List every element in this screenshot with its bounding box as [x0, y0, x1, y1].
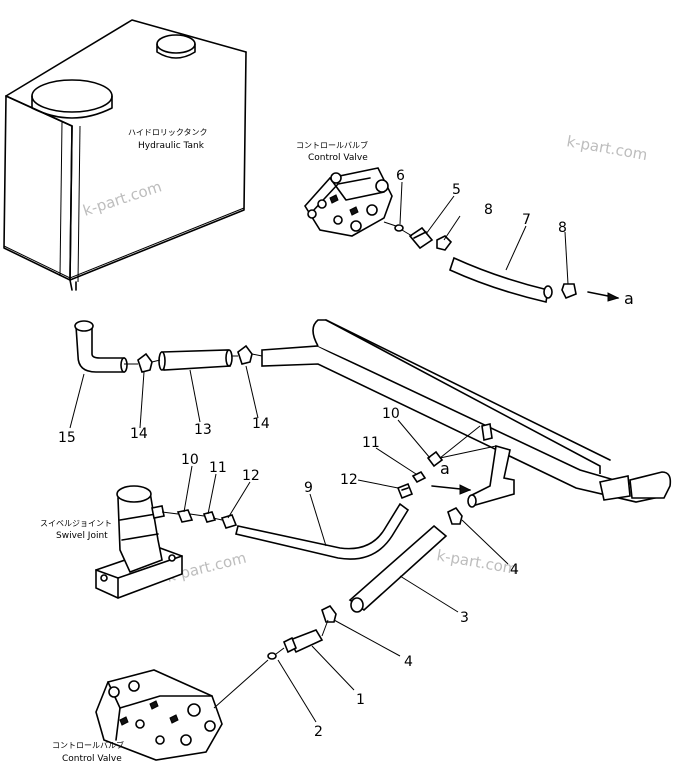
part-number-5: 5	[452, 182, 461, 198]
hydraulic-tank: ハイドロリックタンク Hydraulic Tank	[3, 19, 247, 291]
part-8-clamp-b	[561, 283, 577, 300]
swivel-fittings	[176, 509, 238, 529]
part-number-11-b: 11	[209, 460, 227, 476]
part-2-oring	[267, 652, 277, 660]
control-valve-bottom: コントロールバルブ Control Valve	[52, 669, 223, 764]
part-number-10-b: 10	[181, 452, 199, 468]
part-number-8-a: 8	[484, 202, 493, 218]
part-10-connector-b	[176, 509, 194, 523]
part-number-8-b: 8	[558, 220, 567, 236]
swivel-label-jp: スイベルジョイント	[40, 519, 112, 528]
swivel-label-en: Swivel Joint	[56, 531, 108, 541]
arrow-label-a-top: a	[624, 289, 634, 308]
connection-lines	[124, 221, 497, 709]
pipe-branch	[469, 444, 515, 508]
lower-parts	[267, 506, 463, 660]
part-number-1: 1	[356, 692, 365, 708]
part-number-6: 6	[396, 168, 405, 184]
arrow-label-a-mid: a	[440, 459, 450, 478]
part-14-clamp-b	[237, 344, 253, 365]
part-9-pipe	[235, 502, 410, 560]
part-13-hose	[161, 349, 231, 371]
part-5-elbow	[408, 226, 434, 250]
part-number-14-a: 14	[130, 426, 148, 442]
cv-top-label-en: Control Valve	[308, 153, 368, 163]
part-10-connector-a	[426, 450, 444, 468]
part-8-clamp-a	[436, 235, 453, 251]
part-number-2: 2	[314, 724, 323, 740]
part-number-12-b: 12	[242, 468, 260, 484]
part-number-7: 7	[522, 212, 531, 228]
middle-fittings: a	[396, 450, 472, 500]
part-number-3: 3	[460, 610, 469, 626]
part-number-13: 13	[194, 422, 212, 438]
cv-bottom-label-jp: コントロールバルブ	[52, 740, 124, 750]
watermark-top-right: k-part.com	[565, 132, 649, 164]
part-3-hose	[348, 524, 448, 612]
cv-bottom-label-en: Control Valve	[62, 754, 122, 764]
part-11-plug-b	[202, 511, 217, 523]
part-11-plug-a	[411, 470, 427, 484]
left-parts	[74, 320, 253, 373]
cv-top-label-jp: コントロールバルブ	[296, 140, 368, 150]
part-12-nut-a	[396, 482, 414, 500]
part-number-12-a: 12	[340, 472, 358, 488]
control-valve-top: コントロールバルブ Control Valve	[296, 140, 393, 237]
leader-lines	[69, 181, 569, 723]
top-parts: a	[394, 224, 634, 308]
part-15-elbow-pipe	[75, 325, 125, 373]
part-number-11-a: 11	[362, 435, 380, 451]
pipe-bracket	[481, 423, 493, 441]
swivel-joint: スイベルジョイント Swivel Joint	[40, 485, 183, 599]
part-6-oring	[394, 224, 404, 232]
part-14-clamp-a	[137, 352, 153, 373]
part-number-9: 9	[304, 480, 313, 496]
part-number-14-b: 14	[252, 416, 270, 432]
tank-label-jp: ハイドロリックタンク	[128, 128, 208, 137]
part-number-4-lower: 4	[404, 654, 413, 670]
part-number-10-a: 10	[382, 406, 400, 422]
part-number-labels: 6 5 8 7 8 15 14 13 14 10 11 12 10 11 12 …	[58, 168, 567, 740]
part-number-4-right: 4	[510, 562, 519, 578]
watermark-tank: k-part.com	[81, 177, 164, 219]
long-pipe	[261, 319, 672, 508]
part-number-15: 15	[58, 430, 76, 446]
part-7-hose	[449, 256, 549, 303]
tank-label-en: Hydraulic Tank	[138, 141, 205, 151]
part-4-clamp-lower	[321, 604, 337, 623]
part-4-clamp-right	[447, 506, 463, 525]
